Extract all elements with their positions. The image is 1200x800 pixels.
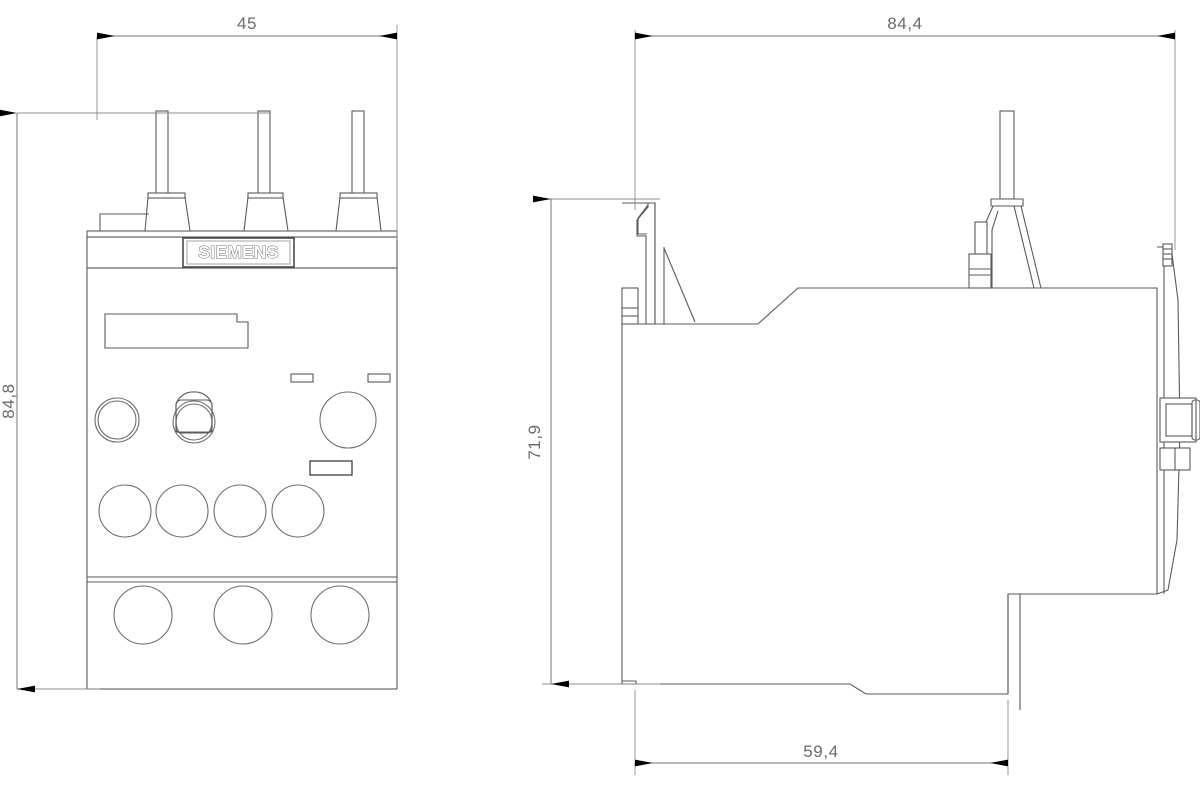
- dimension-basedepth-label: 59,4: [803, 742, 839, 761]
- side-view-terminal-blade: [968, 110, 1042, 289]
- dimension-height-848: 84,8: [0, 109, 270, 693]
- siemens-logo-plate: SIEMENS: [182, 237, 295, 268]
- siemens-logo-text: SIEMENS: [198, 242, 278, 262]
- side-view-body: [621, 287, 1158, 695]
- dimension-basedepth-594: 59,4: [634, 690, 1009, 775]
- front-view-rating-slot: [309, 460, 353, 476]
- front-view-terminals: [99, 110, 382, 232]
- side-view-dimensions: 84,4 71,9 59,4: [525, 14, 1176, 775]
- front-view-buttons: [94, 391, 377, 449]
- front-view-screw-holes-lower: [113, 585, 370, 645]
- dimension-width-label: 45: [237, 14, 257, 33]
- side-view-mounting-bracket: [621, 202, 696, 325]
- dimension-depth-label: 84,4: [887, 14, 923, 33]
- dimension-bodyheight-label: 71,9: [525, 424, 544, 460]
- front-view-screw-holes-upper: [98, 484, 325, 538]
- front-view-indicator-slots: [290, 373, 391, 383]
- front-view-dimensions: 45 84,8: [0, 14, 398, 693]
- dimension-height-label: 84,8: [0, 383, 18, 419]
- front-view: SIEMENS: [86, 110, 398, 690]
- side-view: [621, 110, 1200, 710]
- dimension-bodyheight-719: 71,9: [525, 195, 660, 688]
- front-view-housing: [86, 230, 398, 690]
- dimension-depth-844: 84,4: [634, 14, 1176, 250]
- side-view-front-plate: [1156, 243, 1200, 595]
- dimension-width-45: 45: [96, 14, 398, 240]
- front-view-label-window: [104, 313, 249, 349]
